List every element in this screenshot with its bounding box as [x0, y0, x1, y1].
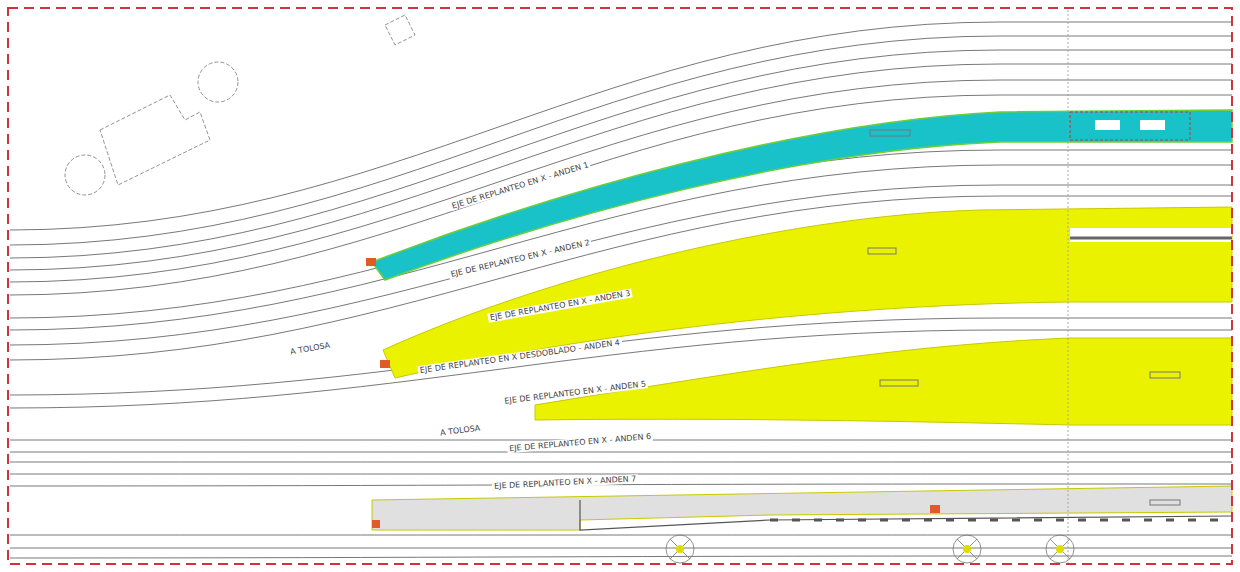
track-line	[10, 452, 1232, 453]
track-line	[10, 484, 1232, 486]
track-label: A TOLOSA	[438, 423, 483, 437]
track-line	[10, 535, 1232, 536]
track-label: EJE DE REPLANTEO EN X - ANDEN 7	[492, 474, 639, 491]
track-line	[10, 548, 1232, 549]
track-line	[10, 462, 1232, 463]
track-label: A TOLOSA	[288, 340, 333, 357]
track-label: EJE DE REPLANTEO EN X - ANDEN 6	[507, 432, 654, 454]
